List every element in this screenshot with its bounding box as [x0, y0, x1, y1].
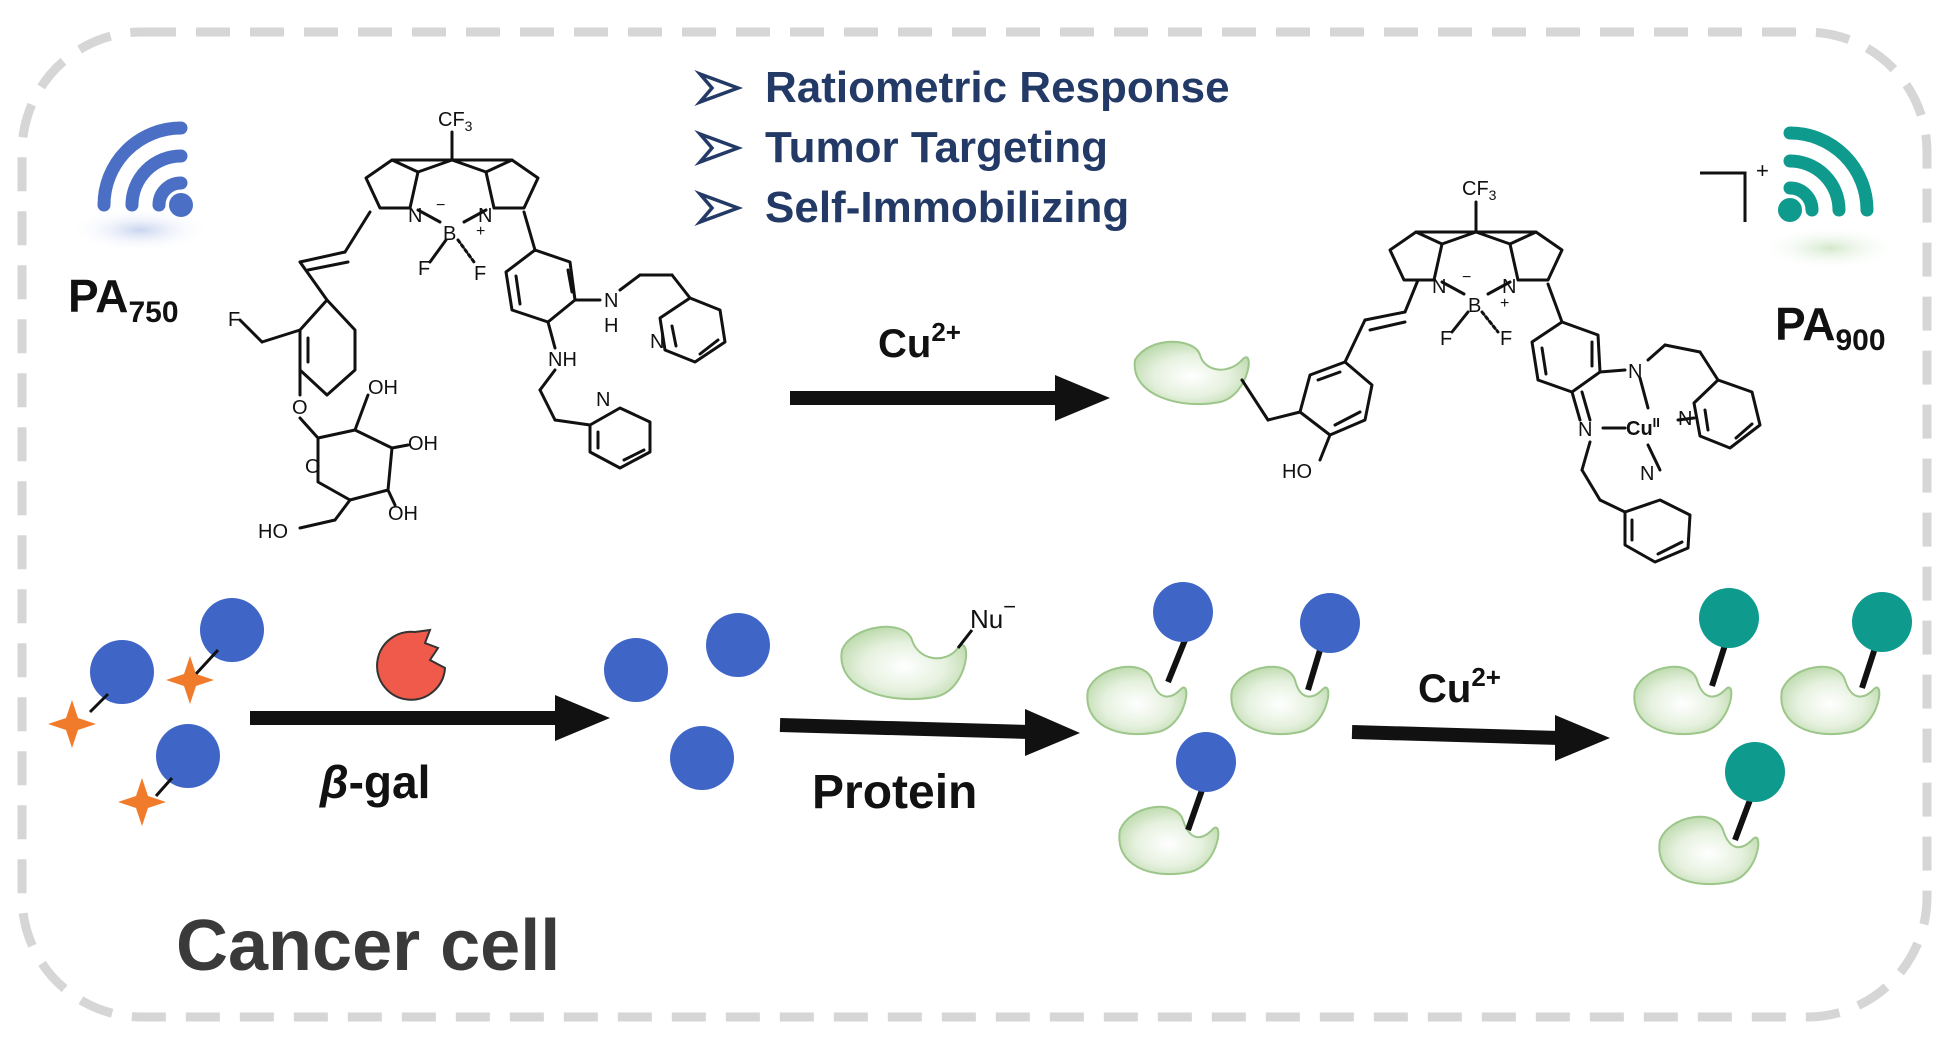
svg-text:OH: OH [408, 433, 438, 455]
probe-dot-blue [90, 640, 154, 704]
caged-probe [48, 640, 154, 748]
probe-dot-blue [604, 638, 668, 702]
svg-text:F: F [474, 263, 486, 285]
caged-probe [166, 598, 264, 704]
molecule-pa900-atoms: CF3 N N B − + F F HO N N CuII N N [1282, 178, 1692, 485]
svg-text:OH: OH [388, 503, 418, 525]
svg-text:H: H [604, 315, 618, 337]
svg-text:B: B [443, 223, 456, 245]
svg-text:HO: HO [258, 521, 288, 543]
svg-text:+: + [1500, 295, 1509, 312]
enzyme-label: β-gal [319, 756, 430, 808]
probe-dot-blue [706, 613, 770, 677]
svg-text:O: O [292, 397, 308, 419]
svg-text:−: − [1462, 269, 1471, 286]
immobilized-probe-teal [1633, 588, 1759, 736]
immobilized-probe-blue [1230, 593, 1360, 736]
cell-boundary [17, 27, 1932, 1022]
svg-text:N: N [1432, 276, 1446, 298]
molecule-pa750 [238, 130, 727, 530]
svg-text:+: + [476, 223, 485, 240]
svg-text:−: − [436, 197, 445, 214]
immobilized-probe-blue [1118, 732, 1236, 876]
svg-text:NH: NH [548, 349, 577, 371]
copper-arrow [1351, 715, 1610, 761]
probe-dot-blue [200, 598, 264, 662]
feature-text: Tumor Targeting [765, 123, 1108, 172]
protein-arrow [779, 709, 1080, 756]
svg-text:F: F [418, 258, 430, 280]
signal-icon-blue [70, 121, 210, 252]
immobilized-probe-blue [1086, 582, 1213, 736]
cell-label: Cancer cell [176, 906, 560, 986]
bottom-reagent-label: Cu2+ [1418, 662, 1501, 711]
feature-item: Ratiometric Response [694, 63, 1230, 112]
top-reagent-label: Cu2+ [878, 317, 961, 366]
protein-label: Protein [812, 766, 977, 819]
svg-text:F: F [1500, 328, 1512, 350]
molecule-pa900 [1240, 200, 1762, 564]
svg-text:O: O [305, 456, 321, 478]
svg-text:F: F [1440, 328, 1452, 350]
nucleophile-label: Nu− [970, 594, 1016, 634]
svg-text:N: N [650, 331, 664, 353]
immobilized-probe-teal [1658, 742, 1785, 886]
feature-text: Ratiometric Response [765, 63, 1230, 112]
probe-label-pa900: PA900 [1775, 298, 1886, 357]
protein-blob [1133, 340, 1250, 406]
galactose-star-icon [118, 778, 166, 826]
probe-dot-blue [156, 724, 220, 788]
feature-item: Self-Immobilizing [694, 183, 1129, 232]
svg-text:CuII: CuII [1626, 415, 1660, 440]
svg-text:OH: OH [368, 377, 398, 399]
svg-text:N: N [478, 205, 492, 227]
svg-text:CF3: CF3 [438, 109, 473, 134]
svg-text:N: N [604, 290, 618, 312]
beta-gal-arrow [250, 695, 610, 741]
svg-text:N: N [1578, 419, 1592, 441]
galactose-star-icon [166, 656, 214, 704]
bullet-arrow-icon [694, 190, 744, 226]
charge-sign: + [1756, 158, 1769, 183]
svg-text:N: N [408, 205, 422, 227]
bullet-arrow-icon [694, 130, 744, 166]
probe-label-pa750: PA750 [68, 270, 179, 329]
charge-bracket [1700, 171, 1747, 222]
molecule-pa750-atoms: CF3 N N B − + F F F O O OH OH OH HO N H … [228, 109, 664, 543]
signal-icon-teal [1760, 126, 1900, 270]
enzyme-pacman-icon [376, 628, 447, 701]
svg-text:F: F [228, 309, 240, 331]
svg-text:CF3: CF3 [1462, 178, 1497, 203]
svg-text:N: N [1640, 463, 1654, 485]
probe-dot-blue [670, 726, 734, 790]
caged-probe [118, 724, 220, 826]
feature-list: Ratiometric Response Tumor Targeting Sel… [694, 63, 1230, 232]
bullet-arrow-icon [694, 70, 744, 106]
protein-nucleophile [840, 625, 974, 701]
svg-text:B: B [1468, 295, 1481, 317]
feature-text: Self-Immobilizing [765, 183, 1129, 232]
svg-text:N: N [1678, 408, 1692, 430]
svg-text:HO: HO [1282, 461, 1312, 483]
immobilized-probe-teal [1780, 592, 1912, 736]
svg-text:N: N [596, 389, 610, 411]
svg-text:N: N [1628, 361, 1642, 383]
svg-text:N: N [1502, 276, 1516, 298]
galactose-star-icon [48, 700, 96, 748]
feature-item: Tumor Targeting [694, 123, 1108, 172]
top-reaction-arrow [790, 375, 1110, 421]
